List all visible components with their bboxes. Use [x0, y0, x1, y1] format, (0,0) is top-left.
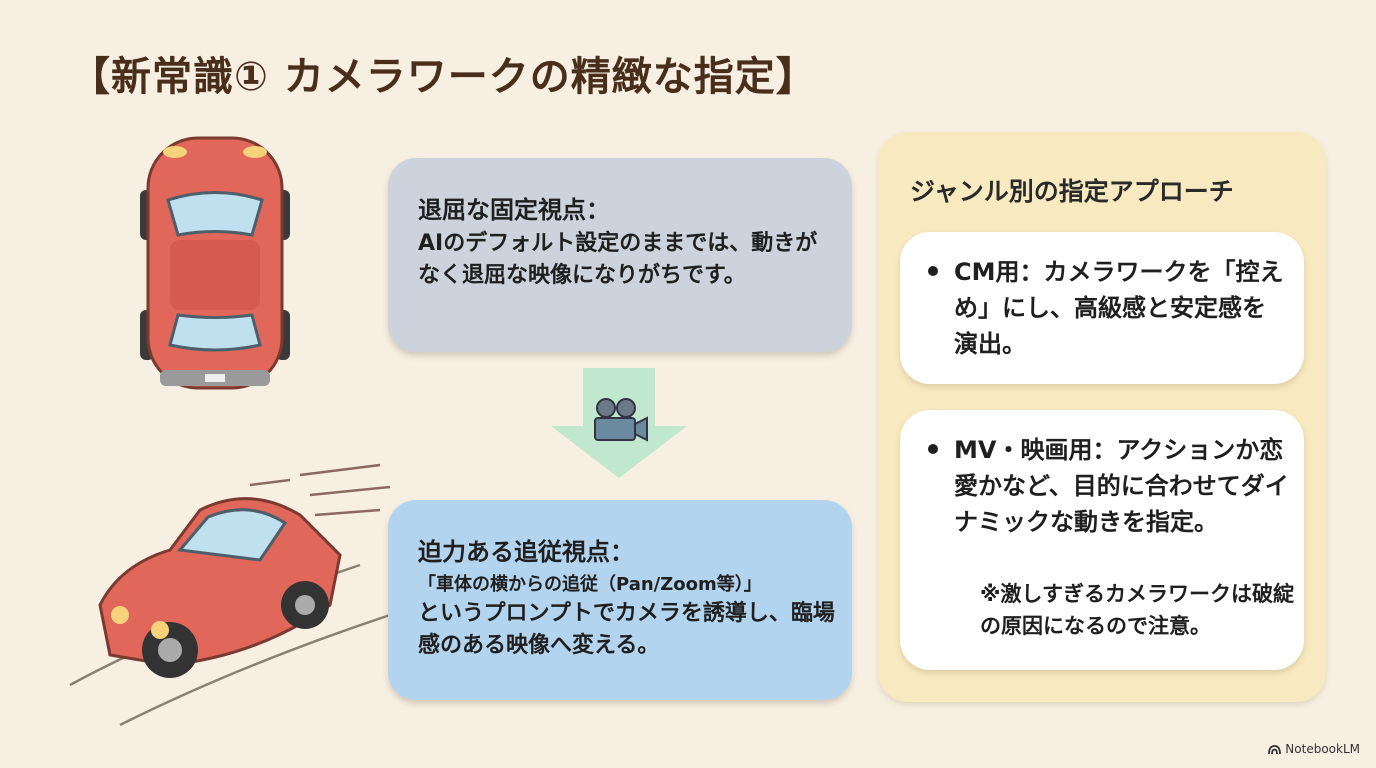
genre-card-mv: MV・映画用：アクションか恋愛かなど、目的に合わせてダイナミックな動きを指定。 …	[900, 410, 1304, 670]
bullet-icon	[928, 444, 938, 454]
genre-card-cm: CM用：カメラワークを「控えめ」にし、高級感と安定感を演出。	[900, 232, 1304, 384]
car-moving-illustration	[69, 463, 391, 727]
video-camera-icon	[594, 398, 648, 442]
genre-panel-title: ジャンル別の指定アプローチ	[910, 177, 1234, 206]
dynamic-view-text: というプロンプトでカメラを誘導し、臨場感のある映像へ変える。	[418, 601, 835, 658]
boring-view-heading: 退屈な固定視点：	[418, 196, 610, 224]
dynamic-view-prompt: 「車体の横からの追従（Pan/Zoom等）」	[418, 574, 762, 595]
brand-label: NotebookLM	[1285, 742, 1360, 756]
genre-card-note: ※激しすぎるカメラワークは破綻の原因になるので注意。	[980, 582, 1294, 638]
genre-card-text: MV・映画用：アクションか恋愛かなど、目的に合わせてダイナミックな動きを指定。	[954, 436, 1289, 536]
dynamic-view-heading: 迫力ある追従視点：	[418, 538, 634, 566]
car-top-view-illustration	[140, 136, 290, 390]
boring-view-text: AIのデフォルト設定のままでは、動きがなく退屈な映像になりがちです。	[418, 231, 818, 288]
genre-card-text: CM用：カメラワークを「控えめ」にし、高級感と安定感を演出。	[954, 258, 1284, 358]
down-arrow-camera-icon	[551, 368, 687, 478]
page-title: 【新常識① カメラワークの精緻な指定】	[70, 54, 817, 100]
genre-approach-panel: ジャンル別の指定アプローチ CM用：カメラワークを「控えめ」にし、高級感と安定感…	[878, 132, 1326, 702]
notebooklm-logo-icon	[1268, 744, 1282, 754]
dynamic-view-box: 迫力ある追従視点： 「車体の横からの追従（Pan/Zoom等）」 というプロンプ…	[388, 500, 852, 700]
boring-view-box: 退屈な固定視点： AIのデフォルト設定のままでは、動きがなく退屈な映像になりがち…	[388, 158, 852, 352]
notebooklm-brand: NotebookLM	[1268, 742, 1360, 756]
bullet-icon	[928, 266, 938, 276]
